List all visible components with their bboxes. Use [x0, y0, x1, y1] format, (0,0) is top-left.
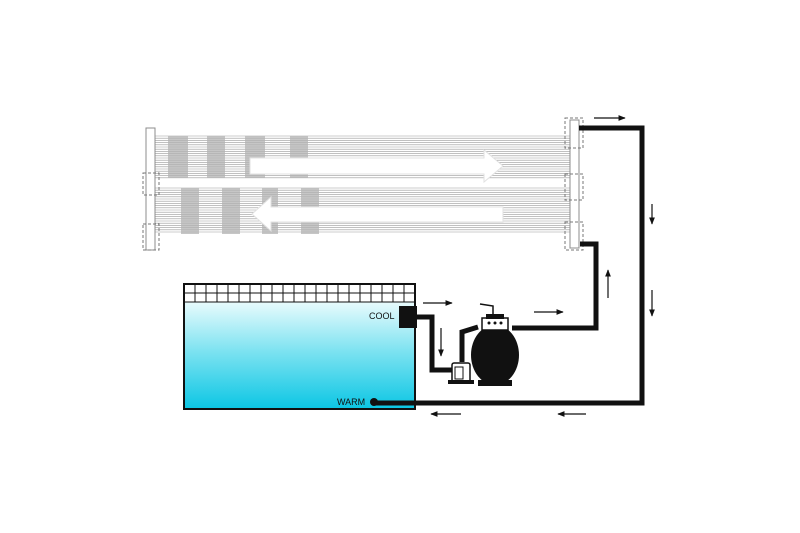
pool-tile	[271, 283, 284, 294]
solar-collector-panel	[142, 117, 584, 251]
flow-arrow-left	[251, 195, 504, 233]
sand-filter	[471, 303, 519, 386]
pool-tile	[260, 292, 273, 303]
plumbing-pipes	[374, 125, 645, 406]
pool-tile	[304, 283, 317, 294]
pool-tile	[392, 283, 405, 294]
pool-tile	[249, 292, 262, 303]
pool-tile	[205, 283, 218, 294]
pool-tile	[271, 292, 284, 303]
cool-label: COOL	[369, 311, 395, 321]
pool-tile	[227, 283, 240, 294]
left-header-pipe	[142, 127, 160, 251]
pool-tile	[359, 292, 372, 303]
pool-tile	[227, 292, 240, 303]
pool-outline	[183, 283, 416, 410]
pool-tile	[326, 292, 339, 303]
pool-tile	[403, 283, 416, 294]
pool-tile	[216, 292, 229, 303]
pool-tile	[392, 292, 405, 303]
pool-tile	[304, 292, 317, 303]
flow-arrow-right	[249, 148, 504, 184]
pool-tile	[194, 292, 207, 303]
pool-tile	[183, 292, 196, 303]
swimming-pool: COOL WARM	[183, 283, 417, 410]
pool-tile	[205, 292, 218, 303]
pool-tile	[315, 292, 328, 303]
cool-outlet-fitting	[399, 306, 417, 328]
pool-tile	[249, 283, 262, 294]
pool-tile	[326, 283, 339, 294]
pool-tile-coping	[183, 283, 416, 303]
pool-tile	[293, 292, 306, 303]
pool-pump	[448, 362, 474, 384]
pool-tile	[381, 292, 394, 303]
pool-tile	[238, 292, 251, 303]
pool-tile	[370, 292, 383, 303]
pool-tile	[348, 292, 361, 303]
pool-tile	[282, 292, 295, 303]
pool-tile	[216, 283, 229, 294]
pool-tile	[337, 292, 350, 303]
pool-tile	[359, 283, 372, 294]
pool-tile	[260, 283, 273, 294]
pool-tile	[315, 283, 328, 294]
pool-tile	[282, 283, 295, 294]
pool-tile	[183, 283, 196, 294]
right-header-pipe	[564, 117, 584, 251]
pool-tile	[194, 283, 207, 294]
pipe-filter-to-panel	[512, 241, 599, 331]
pool-tile	[403, 292, 416, 303]
pool-tile	[370, 283, 383, 294]
pipe-pump-to-filter	[459, 324, 479, 362]
warm-label: WARM	[337, 397, 365, 407]
direction-arrows	[423, 115, 655, 417]
pool-tile	[337, 283, 350, 294]
pool-tile	[381, 283, 394, 294]
pipe-pool-to-pump	[417, 314, 455, 373]
filter-valve-handle	[479, 303, 494, 314]
pool-tile	[238, 283, 251, 294]
pool-water	[184, 302, 415, 409]
pipe-panel-to-pool	[374, 125, 645, 406]
pool-tile	[293, 283, 306, 294]
pool-tile	[348, 283, 361, 294]
